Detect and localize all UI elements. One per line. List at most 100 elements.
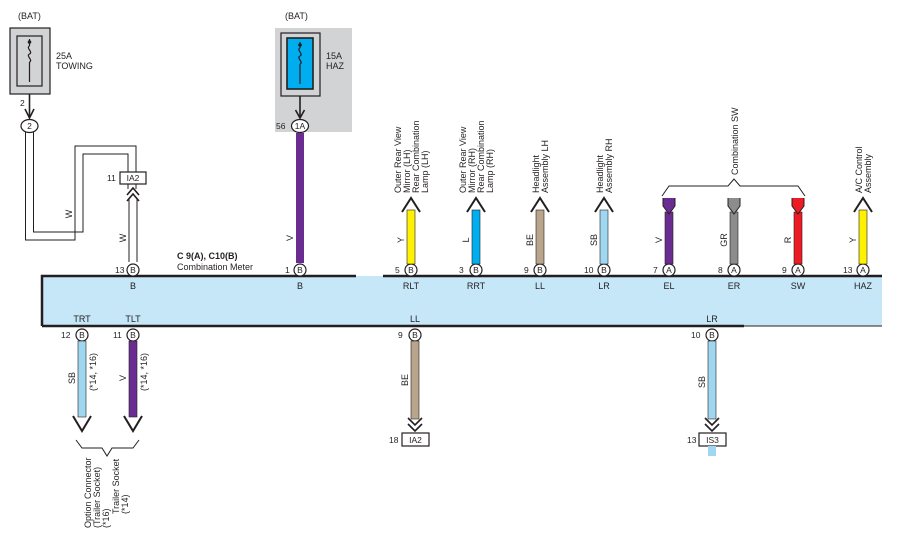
- svg-text:B: B: [130, 330, 136, 340]
- svg-text:Rear Combination: Rear Combination: [411, 120, 421, 193]
- svg-text:B: B: [130, 265, 136, 275]
- junction-2: 2: [20, 118, 39, 134]
- wire-color-tlt: V: [118, 375, 128, 381]
- svg-text:13: 13: [115, 265, 125, 275]
- svg-text:SW: SW: [791, 281, 806, 291]
- svg-text:Assembly RH: Assembly RH: [604, 138, 614, 193]
- svg-text:B: B: [408, 265, 414, 275]
- meter-subtitle: Combination Meter: [177, 262, 253, 272]
- svg-text:A/C Control: A/C Control: [854, 146, 864, 193]
- wire-color-towing-lower: W: [118, 233, 128, 242]
- terminal-a13-haz: 13 A HAZ: [843, 263, 873, 291]
- svg-text:Mirror (LH): Mirror (LH): [402, 150, 412, 194]
- svg-text:LR: LR: [706, 314, 718, 324]
- svg-text:Headlight: Headlight: [595, 154, 605, 193]
- junction-1a: [290, 118, 310, 134]
- svg-text:(*16): (*16): [101, 508, 111, 528]
- is3-label: IS3: [706, 435, 719, 445]
- arrow-up-icon: [853, 196, 873, 213]
- svg-text:B: B: [79, 330, 85, 340]
- svg-text:9: 9: [524, 265, 529, 275]
- svg-text:RRT: RRT: [467, 281, 486, 291]
- svg-text:1: 1: [285, 265, 290, 275]
- svg-text:8: 8: [718, 265, 723, 275]
- svg-text:12: 12: [61, 330, 71, 340]
- svg-text:10: 10: [584, 265, 594, 275]
- towing-fuse-rating: 25A: [56, 51, 72, 61]
- svg-text:HAZ: HAZ: [854, 281, 873, 291]
- wire-towing-white: W: [25, 132, 137, 241]
- svg-text:B: B: [601, 265, 607, 275]
- meter-body: [42, 276, 882, 326]
- svg-text:Assembly LH: Assembly LH: [540, 140, 550, 193]
- svg-text:A: A: [860, 265, 866, 275]
- arrow-down-icon: [294, 109, 306, 120]
- svg-text:9: 9: [782, 265, 787, 275]
- connector-ia2-top: 11 IA2: [107, 171, 147, 202]
- svg-text:Rear Combination: Rear Combination: [476, 120, 486, 193]
- wire-lr-skyblue: SB Headlight Assembly RH: [589, 138, 614, 265]
- wire-color-lr: SB: [589, 234, 599, 246]
- junction-2-label: 2: [27, 121, 32, 131]
- wire-color-haz: V: [285, 235, 295, 241]
- haz-fuse-name: HAZ: [326, 61, 345, 71]
- connector-chevron-icon: [704, 417, 720, 433]
- svg-text:11: 11: [113, 330, 122, 340]
- terminal-b5-rlt: 5 B RLT: [395, 263, 420, 291]
- svg-text:Outer Rear View: Outer Rear View: [393, 126, 403, 193]
- svg-text:13: 13: [843, 265, 853, 275]
- wire-color-er: GR: [719, 233, 729, 247]
- svg-text:3: 3: [459, 265, 464, 275]
- svg-text:RLT: RLT: [403, 281, 420, 291]
- wire-lr-bottom-skyblue: SB 13 IS3: [687, 340, 727, 456]
- terminal-b11-tlt: TLT 11 B: [113, 314, 141, 342]
- svg-text:(Trailer Socket): (Trailer Socket): [92, 467, 102, 528]
- wire-color-hazout: Y: [848, 237, 858, 243]
- svg-text:Option Connector: Option Connector: [83, 457, 93, 528]
- svg-text:Outer Rear View: Outer Rear View: [458, 126, 468, 193]
- fuse-terminal-dot-icon: [298, 43, 302, 47]
- svg-text:B: B: [130, 281, 136, 291]
- arrow-up-icon: [594, 196, 614, 213]
- terminal-b10-lr-bottom: LR 10 B: [691, 314, 719, 342]
- wire-color-rrt: L: [461, 237, 471, 242]
- wire-color-sw: R: [783, 236, 793, 243]
- arrow-down-icon: [72, 415, 92, 433]
- combination-sw-label: Combination SW: [730, 107, 740, 175]
- haz-fuse-pin: 56: [276, 121, 286, 131]
- terminal-a7-el: 7 A EL: [653, 263, 676, 291]
- combination-meter: C 9(A), C10(B) Combination Meter: [40, 251, 882, 328]
- svg-text:(*14): (*14): [120, 494, 130, 514]
- terminal-b13: 13 B B: [115, 263, 140, 291]
- wire-color-rlt: Y: [396, 237, 406, 243]
- trailer-brace: Option Connector (Trailer Socket) (*16) …: [75, 439, 140, 528]
- svg-text:B: B: [412, 330, 418, 340]
- svg-text:A: A: [795, 265, 801, 275]
- haz-fuse-rating: 15A: [326, 51, 342, 61]
- haz-fuse-source: (BAT): [285, 11, 308, 21]
- wire-trt-skyblue: SB (*14, *16): [67, 340, 98, 433]
- ia2-top-label: IA2: [127, 173, 140, 183]
- fuse-haz: (BAT) 15A HAZ 56 1A: [275, 11, 352, 134]
- wire-color-ll: BE: [525, 234, 535, 246]
- svg-text:10: 10: [691, 330, 701, 340]
- wire-rlt-yellow: Y Outer Rear View Mirror (LH) Rear Combi…: [393, 120, 430, 265]
- svg-text:B: B: [473, 265, 479, 275]
- wire-color-ll-bottom: BE: [400, 374, 410, 386]
- wire-color-el: V: [654, 237, 664, 243]
- terminal-b9-ll: 9 B LL: [524, 263, 547, 291]
- svg-text:LL: LL: [410, 314, 420, 324]
- ia2-bottom-label: IA2: [409, 435, 422, 445]
- terminal-b1: 1 B B: [285, 263, 307, 291]
- svg-text:9: 9: [398, 330, 403, 340]
- is3-pin: 13: [687, 435, 697, 445]
- arrow-down-icon: [24, 108, 35, 120]
- fuse-towing: (BAT) 25A TOWING 2: [9, 11, 93, 120]
- wire-color-lr-bottom: SB: [697, 376, 707, 388]
- connector-chevron-icon: [407, 417, 423, 433]
- svg-text:LR: LR: [598, 281, 610, 291]
- tlt-note: (*14, *16): [139, 353, 149, 391]
- wire-rrt-blue: L Outer Rear View Mirror (RH) Rear Combi…: [458, 120, 495, 265]
